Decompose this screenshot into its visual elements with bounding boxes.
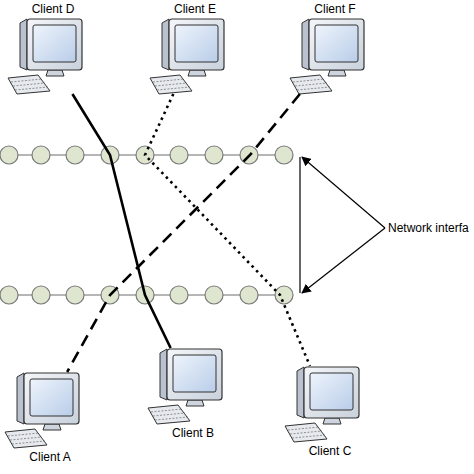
monitor-body — [27, 19, 82, 70]
monitor-body — [24, 373, 79, 424]
interface-circle — [136, 286, 154, 304]
interface-circle — [205, 146, 223, 164]
computer-illustration — [285, 366, 367, 442]
bracket-line — [299, 157, 300, 293]
monitor-side — [302, 19, 309, 70]
monitor-side — [160, 349, 167, 400]
monitor-side — [20, 19, 27, 70]
client-computer: Client D — [8, 18, 90, 94]
interface-rows — [0, 146, 293, 304]
monitor-stand — [188, 70, 206, 76]
client-computer: Client C — [285, 366, 367, 442]
client-computer: Client B — [148, 348, 230, 424]
leader-arrow — [302, 157, 385, 228]
keyboard — [285, 423, 327, 442]
interface-circle — [32, 286, 50, 304]
keyboard-keys — [288, 427, 319, 430]
interface-circle — [170, 146, 188, 164]
keyboard — [290, 75, 332, 94]
client-computer: Client A — [5, 372, 87, 448]
keyboard-keys — [153, 79, 184, 82]
keyboard-keys — [11, 79, 42, 82]
keyboard-keys — [292, 435, 325, 438]
connection-line — [67, 94, 300, 372]
monitor-side — [17, 373, 24, 424]
keyboard-keys — [155, 417, 188, 420]
keyboard — [148, 405, 190, 424]
connection-line — [72, 94, 170, 348]
computer-illustration — [5, 372, 87, 448]
interface-circle — [240, 146, 258, 164]
interface-circle — [66, 286, 84, 304]
callout-label: Network interfa — [388, 221, 469, 235]
leader-arrow — [302, 228, 385, 293]
monitor-screen — [175, 25, 218, 62]
keyboard-keys — [297, 87, 330, 90]
keyboard-keys — [12, 441, 45, 444]
keyboard-keys — [8, 433, 39, 436]
computer-illustration — [150, 18, 232, 94]
client-label: Client F — [290, 2, 380, 16]
interface-circle — [0, 286, 18, 304]
client-label: Client E — [150, 2, 240, 16]
monitor-screen — [33, 25, 76, 62]
client-computer: Client F — [290, 18, 372, 94]
monitor-screen — [310, 373, 353, 410]
monitor-body — [167, 349, 222, 400]
connection-line — [145, 94, 310, 366]
callout-bracket — [300, 157, 385, 293]
computer-illustration — [8, 18, 90, 94]
client-label: Client B — [148, 426, 238, 440]
keyboard-keys — [295, 83, 327, 86]
computer-illustration — [290, 18, 372, 94]
computer-illustration — [148, 348, 230, 424]
keyboard-keys — [151, 409, 182, 412]
monitor-body — [169, 19, 224, 70]
keyboard — [8, 75, 50, 94]
monitor-screen — [173, 355, 216, 392]
interface-circle — [275, 146, 293, 164]
interface-circle — [240, 286, 258, 304]
interface-circle — [0, 146, 18, 164]
interface-circle — [101, 286, 119, 304]
monitor-body — [304, 367, 359, 418]
keyboard-keys — [155, 83, 187, 86]
keyboard-keys — [15, 87, 48, 90]
client-label: Client D — [8, 2, 98, 16]
monitor-stand — [43, 424, 61, 430]
keyboard — [5, 429, 47, 448]
monitor-side — [162, 19, 169, 70]
keyboard-keys — [10, 437, 42, 440]
keyboard-keys — [153, 413, 185, 416]
keyboard-keys — [13, 83, 45, 86]
client-label: Client C — [285, 444, 375, 458]
monitor-stand — [46, 70, 64, 76]
monitor-stand — [323, 418, 341, 424]
keyboard-keys — [290, 431, 322, 434]
interface-circle — [101, 146, 119, 164]
monitor-stand — [186, 400, 204, 406]
interface-circle — [170, 286, 188, 304]
monitor-stand — [328, 70, 346, 76]
interface-circle — [136, 146, 154, 164]
interface-circle — [32, 146, 50, 164]
monitor-screen — [30, 379, 73, 416]
keyboard-keys — [157, 87, 190, 90]
monitor-screen — [315, 25, 358, 62]
keyboard — [150, 75, 192, 94]
interface-circle — [66, 146, 84, 164]
monitor-body — [309, 19, 364, 70]
client-computer: Client E — [150, 18, 232, 94]
interface-circle — [275, 286, 293, 304]
keyboard-keys — [293, 79, 324, 82]
interface-circle — [205, 286, 223, 304]
monitor-side — [297, 367, 304, 418]
client-label: Client A — [5, 450, 95, 464]
